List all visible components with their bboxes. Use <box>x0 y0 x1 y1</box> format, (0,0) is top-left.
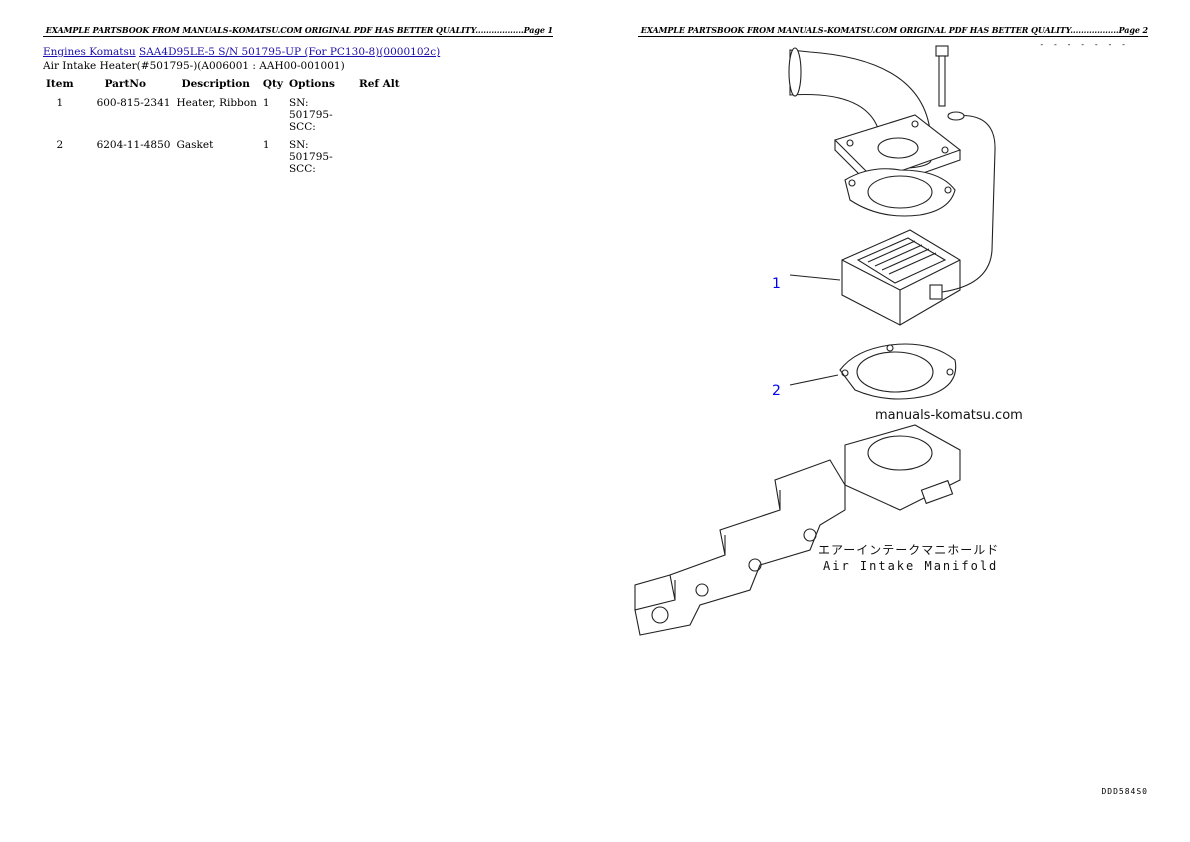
cell-qty: 1 <box>262 139 270 151</box>
wire-terminal <box>947 111 965 121</box>
header-ref-alt: Ref Alt <box>358 78 400 90</box>
cell-description: Heater, Ribbon <box>176 97 257 109</box>
parts-table: Item PartNo Description Qty Options Ref … <box>43 77 403 180</box>
callout-1[interactable]: 1 <box>772 276 781 292</box>
cell-options: SN: 501795-SCC: <box>288 97 333 133</box>
cell-qty: 1 <box>262 97 270 109</box>
cell-options: SN: 501795-SCC: <box>288 139 333 175</box>
figure-code: DDD584S0 <box>1101 787 1148 796</box>
cell-partno: 6204-11-4850 <box>96 139 171 151</box>
heater-wire <box>941 113 996 293</box>
manifold-label-jp: エアーインテークマニホールド <box>818 543 999 557</box>
figure-top-code: - - - - - - - <box>1039 40 1128 49</box>
header-partno: PartNo <box>104 78 146 90</box>
cell-item: 2 <box>56 139 64 151</box>
cell-partno: 600-815-2341 <box>96 97 171 109</box>
header-options: Options <box>288 78 335 90</box>
cell-description: Gasket <box>176 139 214 151</box>
table-row: 1 600-815-2341 Heater, Ribbon 1 SN: 5017… <box>43 96 403 138</box>
callout-2[interactable]: 2 <box>772 383 781 399</box>
upper-gasket <box>844 168 956 217</box>
callout-leader-2 <box>789 374 839 386</box>
parts-page-1: EXAMPLE PARTSBOOK FROM MANUALS-KOMATSU.C… <box>43 25 553 180</box>
section-title: Air Intake Heater(#501795-)(A006001 : AA… <box>43 60 345 72</box>
header-description: Description <box>181 78 250 90</box>
parts-page-2: EXAMPLE PARTSBOOK FROM MANUALS-KOMATSU.C… <box>595 0 1190 842</box>
page-banner: EXAMPLE PARTSBOOK FROM MANUALS-KOMATSU.C… <box>43 25 553 37</box>
callout-leader-1 <box>789 274 841 281</box>
manifold-label-en: Air Intake Manifold <box>823 559 998 573</box>
breadcrumb: Engines Komatsu SAA4D95LE-5 S/N 501795-U… <box>43 46 440 58</box>
intake-manifold <box>634 424 961 636</box>
breadcrumb-link-engines[interactable]: Engines Komatsu <box>43 46 136 58</box>
table-row: 2 6204-11-4850 Gasket 1 SN: 501795-SCC: <box>43 138 403 180</box>
heater-ribbon-part <box>841 229 961 326</box>
header-item: Item <box>46 78 74 90</box>
bolt-icon <box>935 45 949 107</box>
exploded-parts-diagram: 1 2 manuals-komatsu.com エアーインテークマニホールド <box>634 45 1023 636</box>
breadcrumb-link-model[interactable]: SAA4D95LE-5 S/N 501795-UP (For PC130-8)(… <box>139 46 441 58</box>
cell-item: 1 <box>56 97 64 109</box>
gasket-part <box>839 343 957 400</box>
cell-ref-alt <box>356 96 403 138</box>
table-header-row: Item PartNo Description Qty Options Ref … <box>43 77 403 96</box>
header-qty: Qty <box>262 78 283 90</box>
cell-ref-alt <box>356 138 403 180</box>
watermark-text: manuals-komatsu.com <box>875 408 1023 423</box>
page-banner: EXAMPLE PARTSBOOK FROM MANUALS-KOMATSU.C… <box>638 25 1148 37</box>
